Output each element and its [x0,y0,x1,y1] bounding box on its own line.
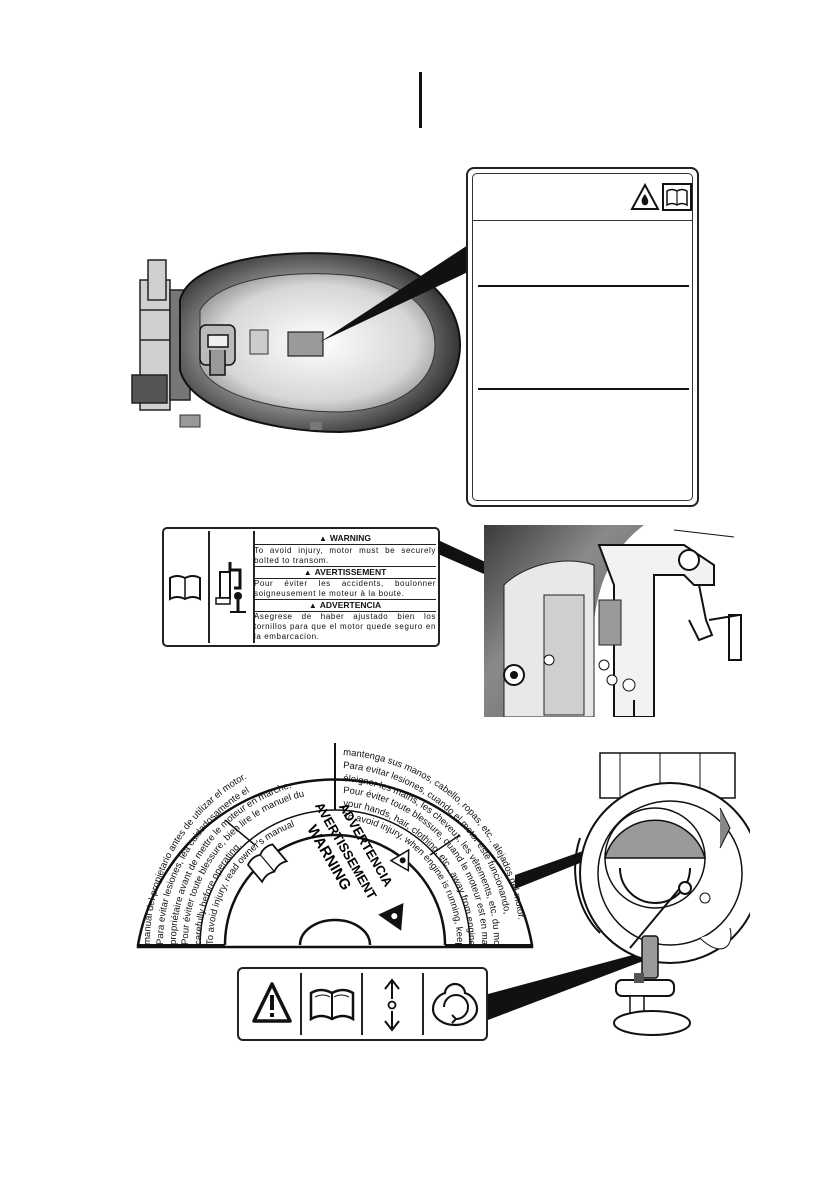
alert-triangle-icon [378,903,404,931]
cowl-handle [199,324,236,376]
cowl-label-enlarged [466,167,699,507]
label-cell-divider-2 [253,531,255,643]
label-divider-1 [473,220,692,221]
alert-triangle-icon: ▲ [308,601,317,610]
manual-book-icon [662,183,692,211]
fire-warning-icon [630,183,660,210]
warning-heading: ▲WARNING [254,533,436,545]
engine-top-illustration [131,245,468,434]
advertencia-text: Asegrese de haber ajustado bien los torn… [254,612,436,641]
clamp-icon [215,562,246,613]
starter-label-location [604,819,706,859]
alert-triangle-icon: ▲ [303,568,312,577]
label-inner-frame [472,173,693,501]
manual-book-icon [169,575,201,601]
warning-text: To avoid injury, motor must be securely … [254,546,436,565]
bracket-label-location [598,599,622,646]
hand-warning-icon [389,848,410,872]
label-divider-3 [478,388,689,390]
leader-wedge [320,245,468,342]
manual-book-icon [246,843,289,884]
up-down-arrow-icon [384,978,400,1032]
starter-warning-label: WARNING AVERTISSEMENT ADVERTENCIA To avo… [130,735,534,949]
handle-pictogram-label [237,967,488,1041]
leader-wedge [488,952,646,1020]
engine-side-illustration [574,752,750,1036]
alert-triangle-icon [252,982,292,1023]
manual-book-icon [309,988,355,1022]
advertencia-heading: ▲ADVERTENCIA [254,599,436,612]
section-marker-line [419,72,422,128]
cowl-label-location [287,331,324,357]
avertissement-heading: ▲AVERTISSEMENT [254,566,436,579]
label-divider-2 [478,285,689,287]
rotate-knob-icon [431,982,479,1027]
bracket-illustration [484,525,754,717]
alert-triangle-icon: ▲ [318,534,327,543]
handle-label-location [641,935,659,979]
label-cell-divider-1 [208,531,210,643]
avertissement-text: Pour éviter les accidents, boulonner soi… [254,579,436,598]
